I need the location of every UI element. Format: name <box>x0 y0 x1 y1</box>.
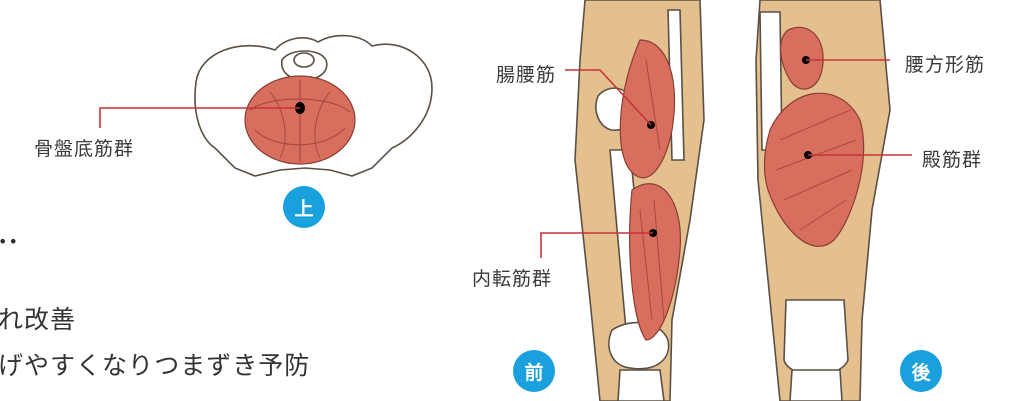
body-text-line1: れ改善 <box>0 300 76 336</box>
badge-top: 上 <box>283 186 325 228</box>
label-iliopsoas: 腸腰筋 <box>496 60 556 87</box>
pelvic-floor-muscles <box>245 76 355 164</box>
label-adductors: 内転筋群 <box>472 264 552 291</box>
label-pelvic-floor: 骨盤底筋群 <box>34 134 134 161</box>
label-quadratus-lumborum: 腰方形筋 <box>905 50 985 77</box>
badge-back: 後 <box>900 350 942 392</box>
label-gluteals: 殿筋群 <box>922 145 982 172</box>
badge-front: 前 <box>513 350 555 392</box>
body-text-line2: げやすくなりつまずき予防 <box>0 346 310 382</box>
body-text-dots: •• <box>0 232 19 251</box>
